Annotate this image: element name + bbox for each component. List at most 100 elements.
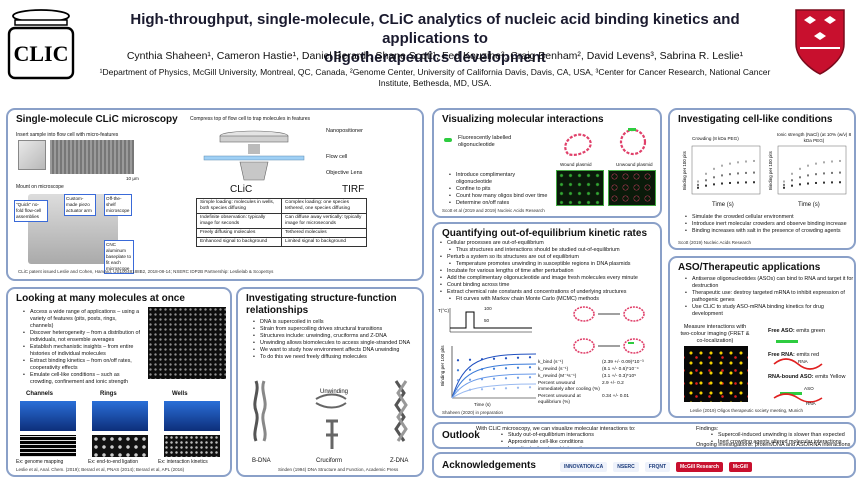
unwound-image xyxy=(608,170,656,206)
data-point xyxy=(492,377,496,380)
data-point xyxy=(783,180,785,183)
data-point xyxy=(528,386,532,389)
label-wound: Wound plasmid xyxy=(560,162,592,167)
panel-kinetics: Quantifying out-of-equilibrium kinetic r… xyxy=(432,222,662,418)
data-point xyxy=(528,356,532,359)
data-point xyxy=(831,181,833,184)
data-point xyxy=(480,368,484,371)
affiliations: ¹Department of Physics, McGill Universit… xyxy=(99,67,771,88)
sponsor-logo: INNOVATION.CA xyxy=(560,462,608,472)
channels-image xyxy=(20,435,76,457)
plot-frame xyxy=(777,145,847,195)
celllike-cite: Scott (2019) Nucleic Acids Research xyxy=(678,240,752,245)
bullet-item: Add the complimentary oligonucleotide an… xyxy=(440,275,658,282)
data-point xyxy=(791,172,793,175)
clic-logo-icon: CLIC xyxy=(7,9,75,80)
callout-offshelf: Off-the-shelf microscope xyxy=(104,194,132,216)
plasmid-diagrams xyxy=(564,128,647,156)
bullet-item: Establish mechanistic insights – from en… xyxy=(14,344,140,358)
panel-title: ASO/Therapeutic applications xyxy=(678,262,821,273)
clic-tirf-table: Simple loading: molecules in wells, both… xyxy=(196,198,367,247)
data-point xyxy=(528,366,532,369)
panel-title: Investigating structure-function relatio… xyxy=(246,293,397,316)
parameter-row: Percent unwound at equilibrium (%)0.34 +… xyxy=(538,394,660,406)
binding-kinetics-chart: Binding per 100 pits xyxy=(440,345,537,399)
microfeatures-image xyxy=(50,140,134,174)
bullet-item: Temperature promotes unwinding in suscep… xyxy=(440,261,658,268)
data-point xyxy=(729,162,731,165)
data-point xyxy=(492,357,496,360)
label-objective: Objective Lens xyxy=(326,170,363,176)
parameter-name: k_bind (s⁻¹) xyxy=(538,360,564,365)
panel-title: Outlook xyxy=(442,430,480,441)
fit-curve xyxy=(451,363,537,399)
aso-measure: Measure interactions with two-colour ima… xyxy=(680,324,750,344)
ionic-strength-plot: Binding per 100 pits xyxy=(768,145,847,195)
step-compress: Compress top of flow cell to trap molecu… xyxy=(190,116,311,122)
data-point xyxy=(713,183,715,186)
wells-render xyxy=(164,401,220,431)
table-cell: Tethered molecules xyxy=(281,228,367,238)
axis-temperature: T(°C) xyxy=(438,308,450,313)
panel-clic-microscopy: Single-molecule CLiC microscopy Insert s… xyxy=(6,108,424,281)
many-molecules-bullets: Access a wide range of applications – us… xyxy=(14,309,140,386)
sponsor-logo: McGill xyxy=(728,462,752,472)
bullet-item: Access a wide range of applications – us… xyxy=(14,309,140,330)
panel-title: Visualizing molecular interactions xyxy=(442,114,604,125)
data-point xyxy=(839,171,841,174)
data-point xyxy=(815,162,817,165)
sponsor-logo: McGill Research xyxy=(676,462,723,472)
kinetics-cite: Shaheen (2020) in preparation xyxy=(442,410,504,415)
feature-caption: Ex: end-to-end ligation xyxy=(88,459,139,465)
parameter-name: k_rewind (s⁻¹) xyxy=(538,367,569,372)
data-point xyxy=(839,181,841,184)
finding-item: Supercoil-induced unwinding is slower th… xyxy=(702,432,854,439)
data-point xyxy=(697,180,699,183)
bullet-item: Incubate for various lengths of time aft… xyxy=(440,268,658,275)
label-flowcell: Flow cell xyxy=(326,154,348,160)
panel-title: Looking at many molecules at once xyxy=(16,293,185,304)
outlook-item: Study out-of-equilibrium interactions xyxy=(492,432,652,439)
table-cell: Freely diffusing molecules xyxy=(196,228,282,238)
data-point xyxy=(516,376,520,379)
aso-cite: Leslie (2019) Oligos therapeutic society… xyxy=(690,408,804,413)
findings-items: Supercoil-induced unwinding is slower th… xyxy=(702,432,854,446)
data-point xyxy=(823,161,825,164)
outlook-items: Study out-of-equilibrium interactionsApp… xyxy=(492,432,652,447)
callout-quick: "Quick" no-fold flow-cell assemblies xyxy=(14,200,48,222)
data-point xyxy=(492,387,496,390)
data-point xyxy=(528,376,532,379)
data-point xyxy=(721,164,723,167)
free-rna-label: Free RNA: emits red xyxy=(768,352,820,358)
data-point xyxy=(456,359,460,362)
flowcell-diagram xyxy=(203,130,305,181)
bullet-item: Discover heterogeneity – from a distribu… xyxy=(14,330,140,344)
step-mount: Mount on microscope xyxy=(16,184,64,190)
data-point xyxy=(713,167,715,170)
parameter-row: k_bind (s⁻¹)(2.39 +/- 0.09)*10⁻³ xyxy=(538,360,660,366)
sponsor-logo: FRQNT xyxy=(644,462,671,472)
bullet-item: Thus structures and interactions should … xyxy=(440,247,658,254)
many-molecules-cite: Leslie et al, Anal. Chem. (2019); Berard… xyxy=(16,467,185,472)
free-aso-label: Free ASO: emits green xyxy=(768,328,825,334)
aso-bullets: Antisense oligonucleotides (ASOs) can bi… xyxy=(676,276,854,318)
oligo-icon xyxy=(444,138,452,142)
header-tirf: TIRF xyxy=(342,184,365,195)
bullet-item: Extract chemical rate constants and conc… xyxy=(440,289,658,296)
y-axis-label: Binding per 100 pits xyxy=(682,150,687,190)
data-point xyxy=(468,388,472,391)
bullet-item: Confine to pits xyxy=(440,186,550,193)
plot1-title: Crowding (8 kDa PEG) xyxy=(692,136,739,141)
plot2-title: Ionic strength (NaCl) (at 10% (w/v) 8 kD… xyxy=(776,132,852,143)
data-point xyxy=(721,182,723,185)
data-point xyxy=(504,357,508,360)
bullet-item: Therapeutic use: destroy targeted mRNA t… xyxy=(676,290,854,304)
data-point xyxy=(468,378,472,381)
celllike-bullets: Simulate the crowded cellular environmen… xyxy=(676,214,854,235)
plot1-xlabel: Time (s) xyxy=(712,202,734,208)
rna-label-bound: RNA xyxy=(806,401,816,406)
data-point xyxy=(737,161,739,164)
bullet-item: We want to study how environment affects… xyxy=(244,347,420,354)
